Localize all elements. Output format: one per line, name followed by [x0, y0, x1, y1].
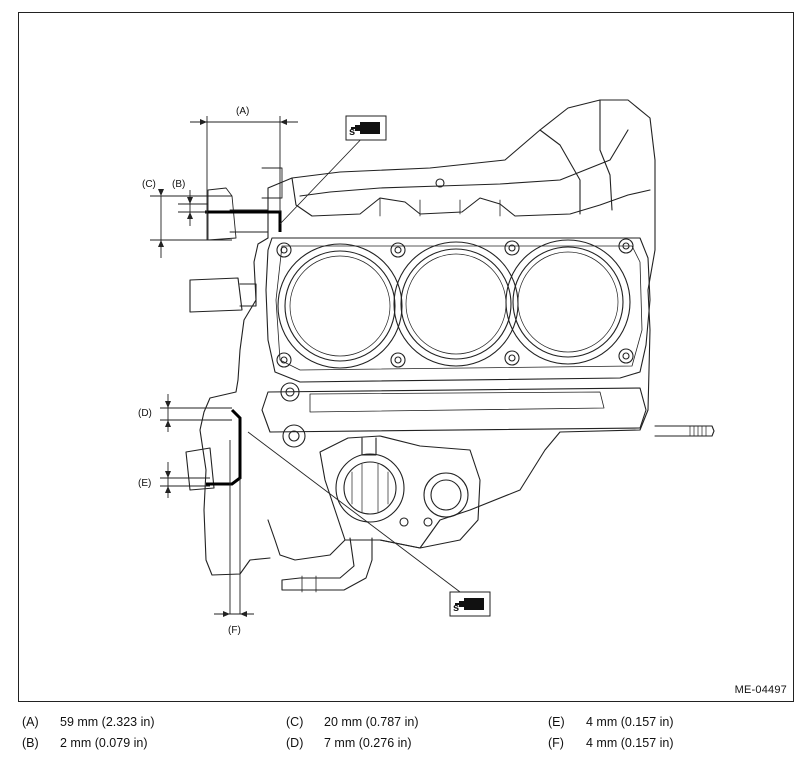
legend-column-2: (C) 20 mm (0.787 in) (D) 7 mm (0.276 in)	[286, 712, 418, 754]
lower-left-boss	[185, 447, 215, 491]
legend-item-f: (F) 4 mm (0.157 in)	[548, 733, 674, 754]
callout-e: (E)	[138, 478, 151, 489]
block-upper-rib-2	[599, 99, 613, 211]
left-boss	[189, 277, 243, 313]
cylinder-bore-3	[505, 239, 631, 365]
legend-item-c: (C) 20 mm (0.787 in)	[286, 712, 418, 733]
legend-item-e: (E) 4 mm (0.157 in)	[548, 712, 674, 733]
block-top-rib	[299, 129, 629, 197]
legend-value: 59 mm (2.323 in)	[60, 715, 155, 729]
legend-item-a: (A) 59 mm (2.323 in)	[22, 712, 154, 733]
legend-item-d: (D) 7 mm (0.276 in)	[286, 733, 418, 754]
block-left-flange	[199, 237, 271, 576]
bolt-stud	[654, 425, 715, 437]
callout-c: (C)	[142, 179, 156, 190]
cylinder-bore-2	[393, 241, 519, 367]
dimension-c-line	[150, 195, 232, 258]
legend-key: (B)	[22, 736, 39, 750]
dimension-f-line	[214, 440, 254, 615]
block-top-deck	[291, 177, 651, 217]
water-pipe	[281, 537, 373, 591]
water-pump-housing	[319, 435, 481, 549]
legend-key: (F)	[548, 736, 564, 750]
sealant-tube-icon: s	[449, 591, 491, 617]
sealant-bead-lower	[206, 408, 242, 486]
legend-item-b: (B) 2 mm (0.079 in)	[22, 733, 154, 754]
callout-a: (A)	[236, 106, 249, 117]
legend-value: 4 mm (0.157 in)	[586, 715, 674, 729]
leader-line-lower	[247, 431, 469, 599]
sealant-bead-upper	[205, 210, 282, 232]
svg-text:s: s	[453, 602, 459, 614]
legend-key: (C)	[286, 715, 304, 729]
callout-f: (F)	[228, 625, 241, 636]
legend-key: (A)	[22, 715, 39, 729]
callout-d: (D)	[138, 408, 152, 419]
dimension-b-line	[178, 190, 208, 226]
head-bolt-holes	[276, 238, 634, 368]
block-outline	[267, 99, 656, 561]
leader-line-upper	[279, 131, 369, 225]
block-upper-rib	[539, 129, 581, 215]
cylinder-deck	[265, 237, 651, 383]
legend-value: 7 mm (0.276 in)	[324, 736, 412, 750]
legend-column-1: (A) 59 mm (2.323 in) (B) 2 mm (0.079 in)	[22, 712, 154, 754]
legend-key: (D)	[286, 736, 304, 750]
legend-value: 20 mm (0.787 in)	[324, 715, 419, 729]
legend-value: 4 mm (0.157 in)	[586, 736, 674, 750]
dimension-d-line	[160, 394, 232, 432]
cylinder-bore-1	[277, 243, 403, 369]
crankcase-rail	[261, 387, 647, 433]
legend-key: (E)	[548, 715, 565, 729]
diagram-frame	[18, 12, 794, 702]
callout-b: (B)	[172, 179, 185, 190]
figure-code: ME-04497	[734, 684, 787, 696]
legend-column-3: (E) 4 mm (0.157 in) (F) 4 mm (0.157 in)	[548, 712, 674, 754]
legend-value: 2 mm (0.079 in)	[60, 736, 148, 750]
sealant-tube-icon: s	[345, 115, 387, 141]
svg-text:s: s	[349, 126, 355, 138]
